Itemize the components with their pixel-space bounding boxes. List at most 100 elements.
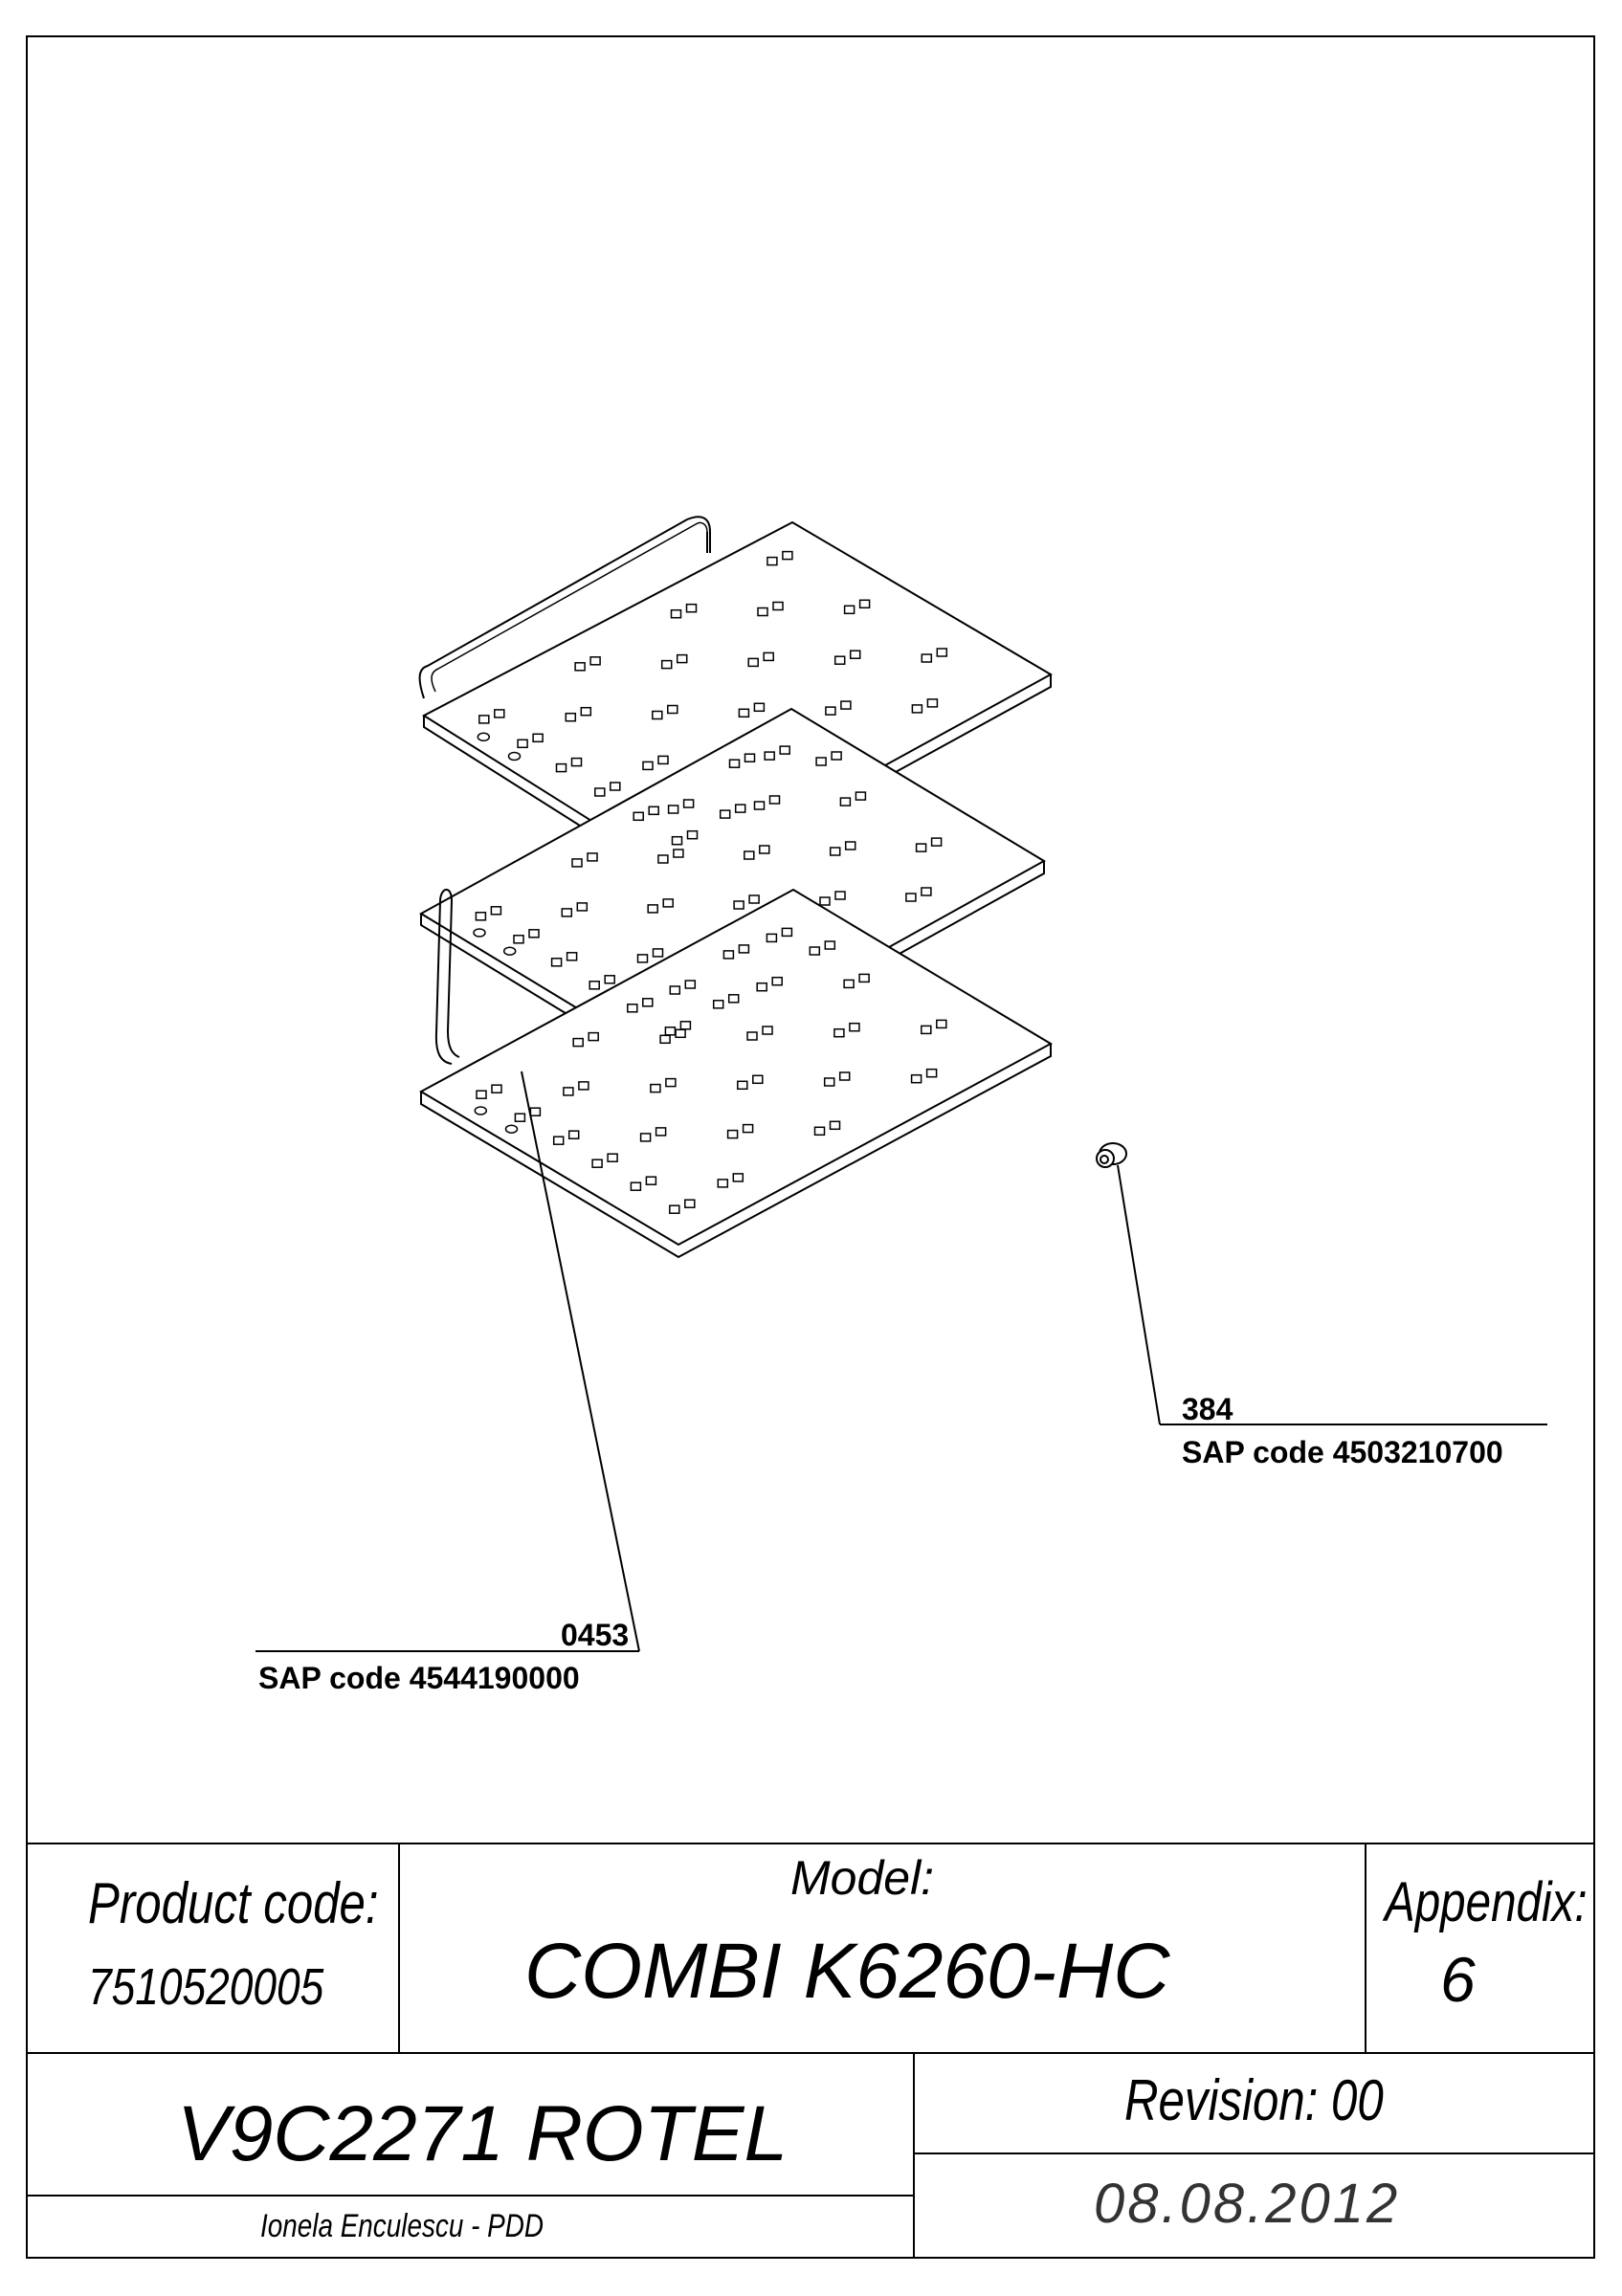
shelf-slot — [738, 944, 750, 954]
shelf-slot — [747, 657, 759, 668]
drawing-frame — [26, 35, 1595, 2259]
shelf-slot — [574, 662, 586, 672]
shelf-slot — [936, 1019, 947, 1029]
shelf-slot — [831, 751, 842, 761]
shelf-slot — [660, 659, 673, 670]
appendix-value: 6 — [1440, 1944, 1476, 2015]
shelf-slot — [756, 982, 767, 992]
shelf-slot — [673, 849, 684, 858]
shelf-slot — [839, 797, 852, 806]
shelf-slot — [813, 1126, 826, 1137]
shelf-slot — [563, 1087, 574, 1096]
shelf-slot — [652, 710, 663, 720]
callout-0453-number: 0453 — [561, 1618, 630, 1652]
shelf-slot — [642, 998, 654, 1007]
shelf-slot — [858, 973, 870, 983]
shelf-slot — [819, 896, 831, 906]
shelf-slot — [667, 704, 678, 715]
callout-384-number: 384 — [1182, 1392, 1233, 1426]
keyhole-slot — [507, 751, 522, 762]
shelf-slot — [838, 1071, 851, 1081]
shelf-slot — [684, 1199, 696, 1208]
shelf-slot — [763, 651, 774, 662]
shelf-slot — [858, 599, 871, 609]
shelf-slot — [682, 799, 695, 808]
shelf-slot — [911, 704, 923, 714]
shelf-slot — [478, 715, 490, 724]
shelf-slot — [671, 835, 683, 846]
shelf-slot — [744, 850, 755, 860]
shelf-slot — [757, 607, 768, 617]
shelf-slot — [779, 745, 790, 755]
shelf-slot — [532, 733, 544, 743]
callout-384-sap: SAP code 4503210700 — [1182, 1435, 1503, 1469]
shelf-slot — [652, 948, 664, 958]
shelf-slot — [764, 751, 775, 761]
shelf-slot — [921, 887, 932, 896]
shelf-slot — [675, 1028, 686, 1039]
shelf-slot — [607, 1153, 618, 1162]
shelf-slot — [930, 837, 943, 847]
shelf-slot — [737, 1080, 748, 1091]
revision: Revision: 00 — [1124, 2068, 1384, 2132]
shelf-slot — [781, 927, 793, 938]
shelf-slot — [936, 648, 948, 657]
shelf-slot — [642, 761, 654, 771]
shelf-slot — [648, 806, 659, 816]
shelf-slot — [567, 1130, 580, 1139]
shelf-slot — [825, 706, 836, 716]
shelf-slot — [722, 950, 735, 960]
shelf-slot — [566, 952, 578, 961]
shelf-slot — [753, 702, 766, 713]
shelf-slot — [528, 929, 540, 938]
shelf-slot — [647, 904, 658, 914]
shelf-slot — [748, 894, 760, 904]
shelf-slot — [855, 791, 867, 801]
shelf-slot — [475, 912, 487, 921]
shelf-slot — [676, 653, 688, 664]
shelf-slot — [610, 782, 621, 791]
shelf-slot — [665, 1077, 677, 1088]
shelf-slot — [719, 809, 731, 819]
knob-part — [1096, 1142, 1127, 1168]
shelf-slot — [843, 605, 855, 615]
shelf-slot — [576, 902, 589, 912]
leader-lines — [256, 1071, 1547, 1652]
shelf-slot — [833, 655, 846, 665]
keyhole-slot — [473, 928, 486, 938]
shelf-slot — [767, 556, 778, 566]
side-rail — [434, 889, 460, 1065]
shelf-slot — [766, 933, 778, 943]
shelf-slot — [782, 550, 793, 561]
shelf-slot — [589, 656, 601, 666]
shelf-slot — [570, 757, 583, 767]
shelf-slot — [580, 706, 592, 717]
shelf-slot — [834, 891, 846, 900]
shelf-slot — [727, 994, 740, 1004]
shelf-slot — [669, 985, 681, 995]
shelf-slot — [762, 1026, 773, 1035]
shelf-slot — [712, 1000, 724, 1009]
drawing-name: V9C2271 ROTEL — [177, 2090, 789, 2177]
keyhole-slot — [502, 946, 517, 956]
shelf-slot — [746, 1031, 758, 1041]
title-block-grid — [26, 1843, 1595, 2259]
shelf-slot — [572, 1037, 584, 1048]
date: 08.08.2012 — [1094, 2173, 1401, 2235]
appendix-label: Appendix: — [1385, 1871, 1588, 1933]
shelf-slot — [849, 1022, 860, 1032]
shelf-slot — [630, 1181, 642, 1191]
shelf-slot — [670, 608, 682, 619]
shelf-slot — [728, 759, 741, 768]
keyhole-slot — [474, 1106, 488, 1115]
shelf-slot — [587, 852, 598, 862]
shelf-slot — [905, 893, 917, 902]
callout-0453-sap: SAP code 4544190000 — [258, 1661, 580, 1695]
shelf-slot — [833, 1027, 845, 1038]
shelf-slot — [657, 755, 669, 765]
shelf-slot — [657, 854, 669, 864]
shelf-slot — [734, 804, 746, 813]
shelf-slot — [645, 1176, 657, 1185]
shelf-slot — [639, 1133, 652, 1142]
shelf-slot — [915, 843, 927, 852]
